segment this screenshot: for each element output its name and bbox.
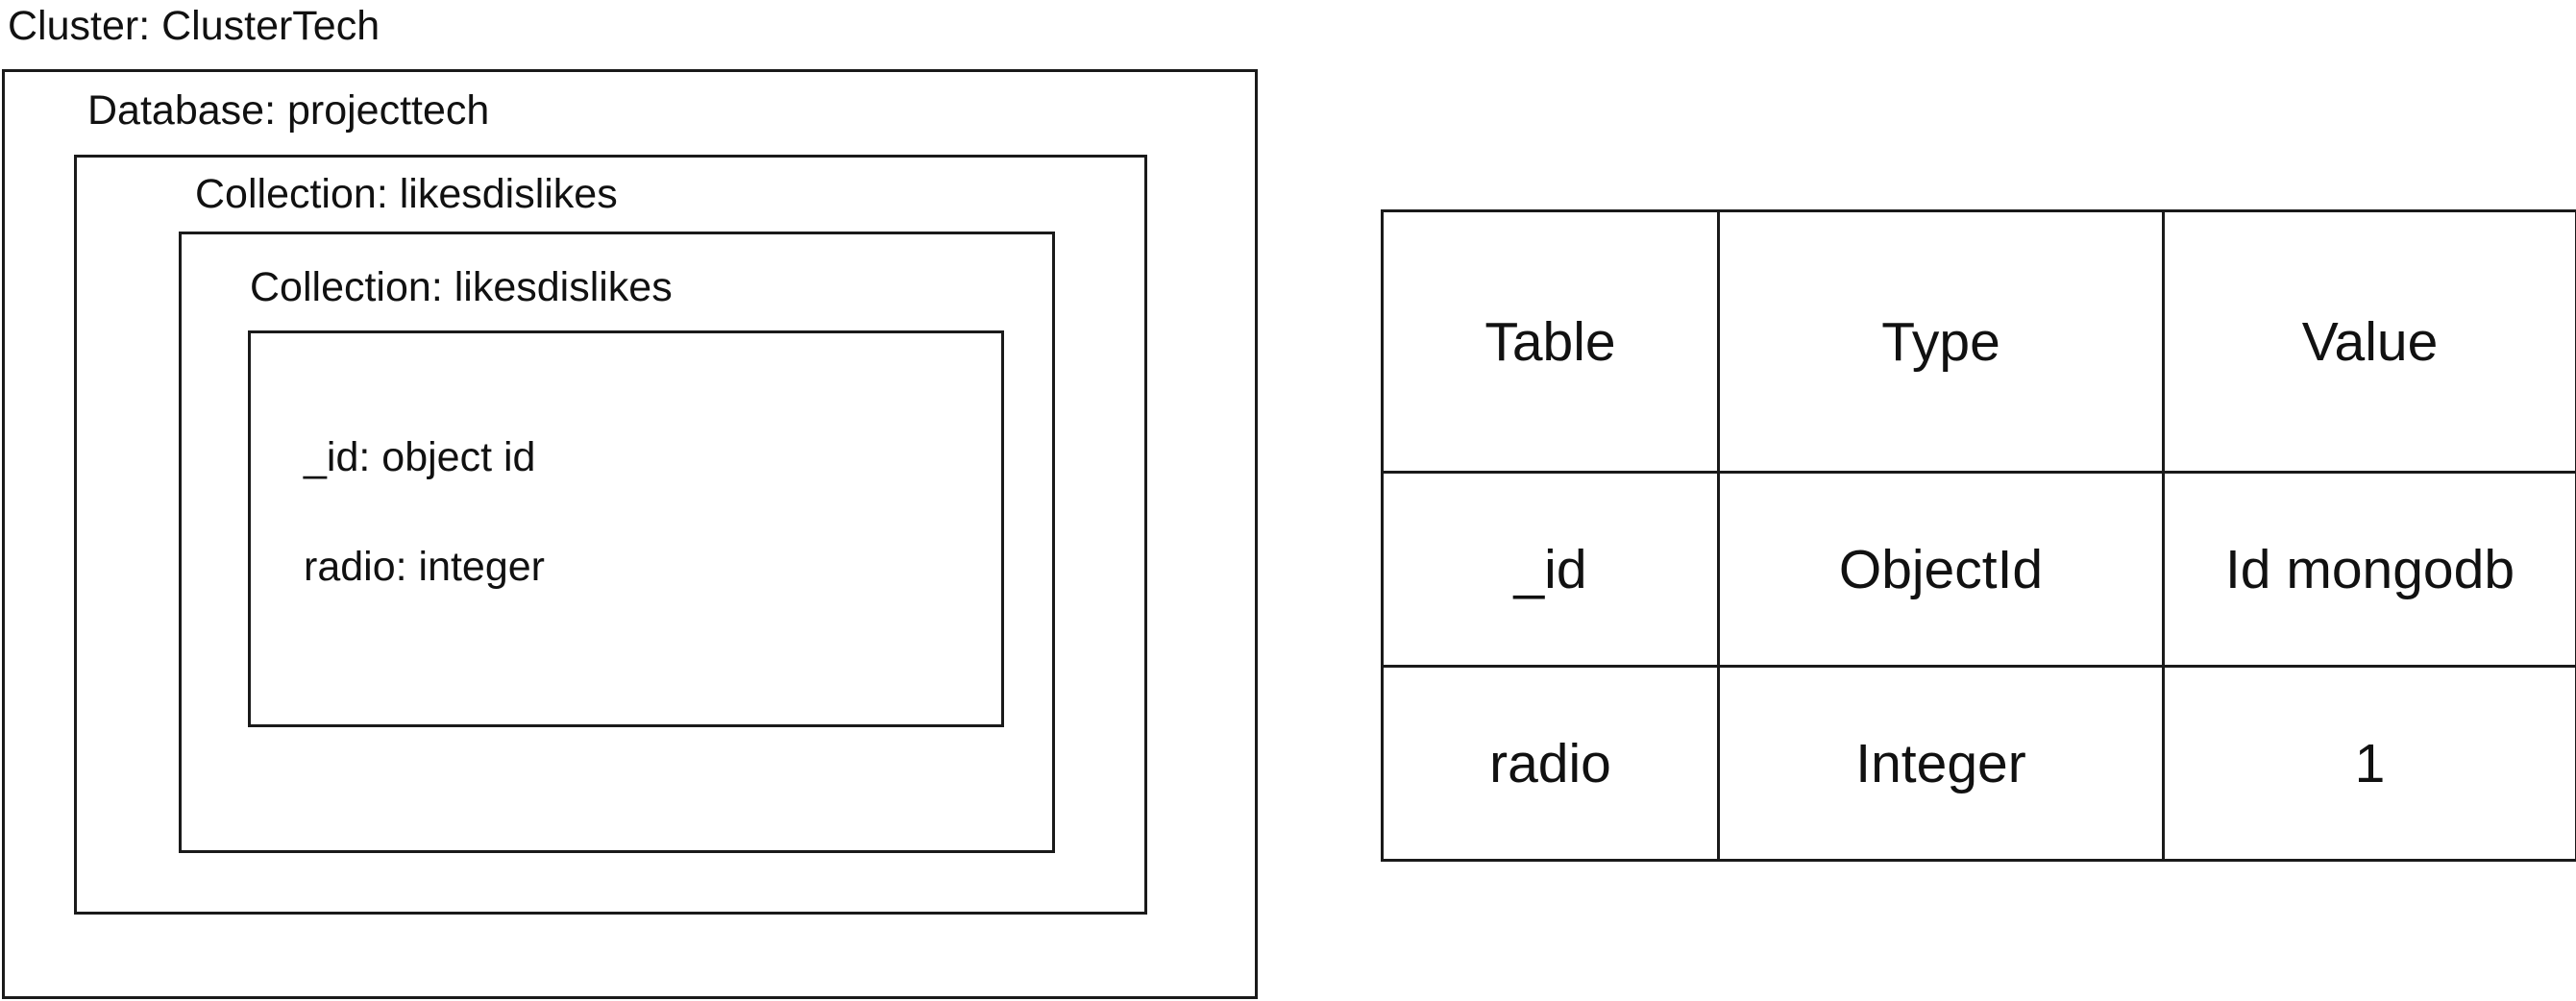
cluster-box <box>2 69 1258 999</box>
table-header-row: Table Type Value <box>1381 209 2576 474</box>
table-cell: 1 <box>2162 665 2576 862</box>
collection-inner-label: Collection: likesdislikes <box>250 264 673 310</box>
header-cell-value: Value <box>2162 209 2576 474</box>
table-row: radio Integer 1 <box>1381 665 2576 862</box>
table-cell: Id mongodb <box>2162 471 2576 668</box>
table-cell: radio <box>1381 665 1720 862</box>
header-cell-type: Type <box>1717 209 2165 474</box>
document-field-radio: radio: integer <box>304 544 545 590</box>
document-box <box>248 330 1004 727</box>
collection-outer-label: Collection: likesdislikes <box>195 171 618 217</box>
schema-table: Table Type Value _id ObjectId Id mongodb… <box>1381 209 2576 862</box>
table-cell: ObjectId <box>1717 471 2165 668</box>
collection-outer-box <box>179 232 1055 853</box>
table-row: _id ObjectId Id mongodb <box>1381 471 2576 668</box>
cluster-label: Cluster: ClusterTech <box>8 3 380 49</box>
table-cell: _id <box>1381 471 1720 668</box>
database-label: Database: projecttech <box>87 87 490 134</box>
document-field-id: _id: object id <box>304 434 536 480</box>
header-cell-table: Table <box>1381 209 1720 474</box>
table-cell: Integer <box>1717 665 2165 862</box>
database-box <box>74 155 1147 915</box>
